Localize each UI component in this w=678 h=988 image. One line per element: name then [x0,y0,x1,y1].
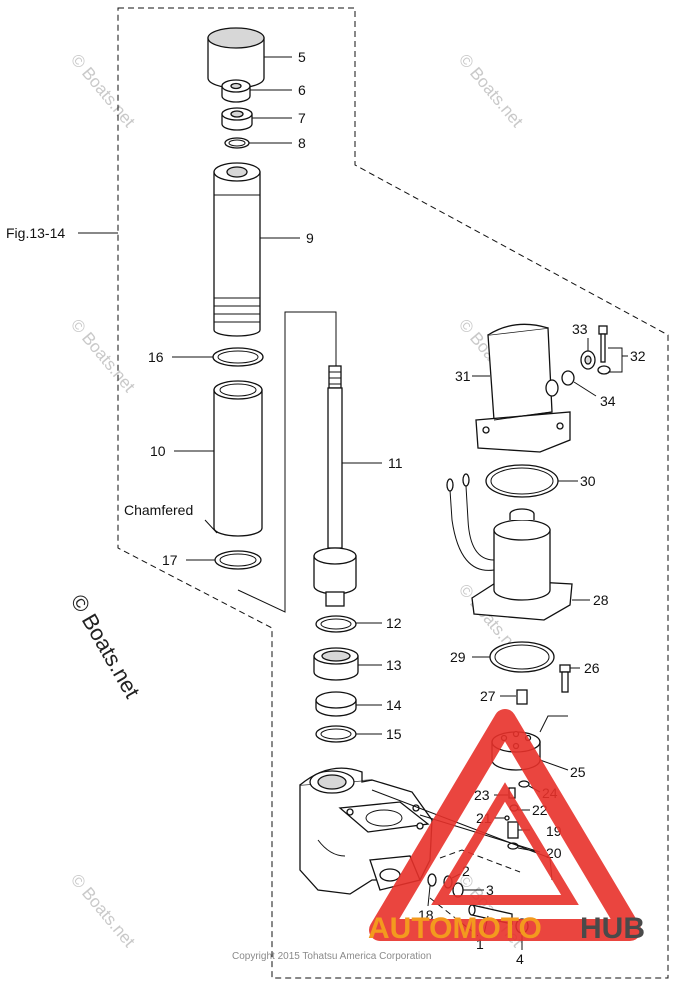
callout-6: 6 [298,82,306,98]
part-10-sleeve [213,380,263,537]
guide-line [539,715,568,733]
watermark: © Boats.net [455,50,527,131]
callout-33: 33 [572,321,588,337]
callout-27: 27 [480,688,496,704]
part-24-o-ring [518,780,530,788]
part-9-cylinder [213,162,261,337]
callout-13: 13 [386,657,402,673]
callout-5: 5 [298,49,306,65]
callout-30: 30 [580,473,596,489]
callout-8: 8 [298,135,306,151]
callout-12: 12 [386,615,402,631]
assembly-boundary [117,7,669,979]
callout-3: 3 [486,882,494,898]
part-28-motor [446,473,573,621]
part-26-screw [559,664,571,693]
callout-26: 26 [584,660,600,676]
callout-16: 16 [148,349,164,365]
part-27-plug [516,689,528,705]
copyright-text: Copyright 2015 Tohatsu America Corporati… [232,951,431,962]
automotohub-logo: AUTOMOTO HUB [368,709,645,945]
watermark-large: © Boats.net [66,590,145,702]
callout-23: 23 [474,787,490,803]
part-12-o-ring [315,615,357,633]
part-29-o-ring [489,641,555,673]
callout-28: 28 [593,592,609,608]
logo-text-secondary: HUB [580,912,645,945]
callout-11: 11 [388,455,403,471]
part-34-o-ring [561,370,575,386]
part-30-o-ring [485,464,559,498]
part-15-o-ring [315,725,357,743]
part-32-bolt [597,325,611,375]
callout-34: 34 [600,393,616,409]
callout-2: 2 [462,863,470,879]
part-14-ring [315,691,357,717]
part-21-ball [504,815,510,821]
callout-7: 7 [298,110,306,126]
part-33-plug [580,350,596,370]
figure-reference: Fig.13-14 [6,225,65,241]
guide-dashed [439,849,521,873]
callout-14: 14 [386,697,402,713]
callout-25: 25 [570,764,586,780]
callout-15: 15 [386,726,402,742]
part-13-seal [313,647,359,681]
callout-29: 29 [450,649,466,665]
part-6-nut [221,79,251,103]
callout-1: 1 [476,936,484,952]
part-5-cap [207,27,265,89]
callout-10: 10 [150,443,166,459]
chamfered-note: Chamfered [124,502,193,518]
callout-17: 17 [162,552,178,568]
watermark: © Boats.net [67,315,139,396]
watermark: © Boats.net [67,50,139,131]
logo-triangle [369,709,641,941]
callout-9: 9 [306,230,314,246]
logo-text-primary: AUTOMOTO [368,912,542,945]
part-31-motor-cover [475,323,571,453]
part-11-piston-rod [313,365,357,607]
callout-32: 32 [630,348,646,364]
callout-31: 31 [455,368,471,384]
watermark: © Boats.net [67,870,139,951]
part-18-o-ring [427,873,437,887]
callout-4: 4 [516,951,524,967]
part-7-bushing [221,107,253,131]
part-19-valve [507,821,519,839]
